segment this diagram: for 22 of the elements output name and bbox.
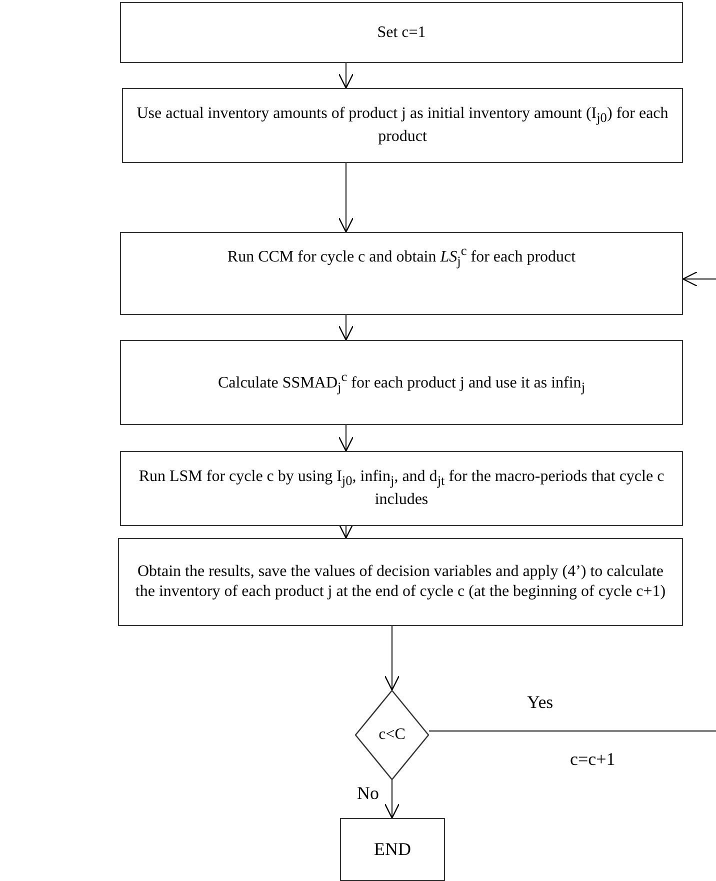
step-text: c<C — [378, 725, 406, 745]
step-text: END — [374, 838, 411, 861]
process-box — [120, 2, 683, 63]
step-text: Calculate SSMAD$_{j}$$^{c}$ for each product j and use it as infin$_{j}$ — [218, 368, 586, 396]
step-text: Run LSM for cycle c by using I$_{j0}$, infin$_{j}$, and d$_{jt}$ for the macro-periods that cycle c includes — [138, 467, 666, 510]
step-text: Run CCM for cycle c and obtain LS$_{j}$$^{c}$ for each product — [227, 243, 576, 270]
process-box — [120, 340, 683, 425]
process-box — [122, 88, 683, 163]
arrow — [682, 271, 716, 287]
arrow — [384, 626, 400, 691]
process-box — [120, 232, 683, 315]
step-text: Use actual inventory amounts of product j as initial inventory amount (I$_{j0}$) for each product — [136, 104, 670, 147]
arrow — [338, 163, 354, 233]
arrow — [338, 63, 354, 89]
process-box — [120, 451, 683, 526]
end-box — [340, 818, 445, 881]
step-text: Set c=1 — [377, 22, 426, 42]
step-text: Obtain the results, save the values of decision variables and apply (4’) to calculate the inventory of each product j at the end of cycle c (at the beginning of cycle c+1) — [134, 562, 667, 602]
process-box — [118, 538, 683, 626]
arrow — [384, 780, 400, 819]
arrow — [338, 425, 354, 452]
arrow — [338, 315, 354, 341]
